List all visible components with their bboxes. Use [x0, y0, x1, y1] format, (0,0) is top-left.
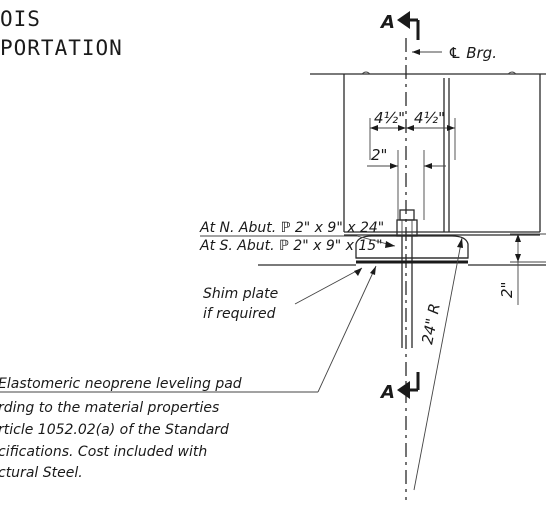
section-arrow-bottom-icon	[397, 381, 410, 399]
dimension-2-in: 2"	[367, 146, 446, 220]
pad-note-line-5: ctural Steel.	[0, 465, 83, 481]
dim-2-in-vertical-label: 2"	[498, 282, 516, 298]
shim-note-leader	[294, 267, 363, 305]
pad-note-line-3: rticle 1052.02(a) of the Standard	[0, 422, 229, 438]
shim-note-line-2: if required	[203, 306, 276, 322]
pad-note-line-2: rding to the material properties	[0, 400, 219, 416]
dimension-2-in-vertical: 2"	[498, 233, 546, 305]
anchor-bolt	[396, 209, 418, 348]
section-arrow-top-icon	[397, 11, 410, 29]
section-label-bottom: A	[379, 382, 395, 403]
radius-line	[413, 237, 463, 491]
section-mark-bottom: A	[379, 372, 420, 403]
pad-note-line-1: Elastomeric neoprene leveling pad	[0, 376, 242, 392]
dim-2-in-label: 2"	[371, 146, 387, 164]
plate-note-south: At S. Abut. ℙ 2" x 9" x 15"	[199, 238, 383, 254]
dim-4-5-left: 4½"	[374, 109, 405, 127]
centerline-bearing-label: ℄ Brg.	[448, 44, 497, 62]
bearing-plate	[355, 235, 469, 259]
dim-4-5-right: 4½"	[414, 109, 445, 127]
section-label-top: A	[379, 12, 395, 33]
dimension-4-5: 4½" 4½"	[369, 109, 456, 160]
title-line-2: PORTATION	[0, 36, 123, 60]
pad-note-line-4: cifications. Cost included with	[0, 444, 207, 460]
radius-label: 24" R	[418, 302, 444, 346]
shim-note-line-1: Shim plate	[203, 286, 278, 302]
section-mark-top: A	[379, 11, 420, 40]
plate-note-north: At N. Abut. ℙ 2" x 9" x 24"	[199, 220, 384, 236]
title-line-1: OIS	[0, 7, 41, 31]
pad-note-leader	[317, 265, 377, 393]
